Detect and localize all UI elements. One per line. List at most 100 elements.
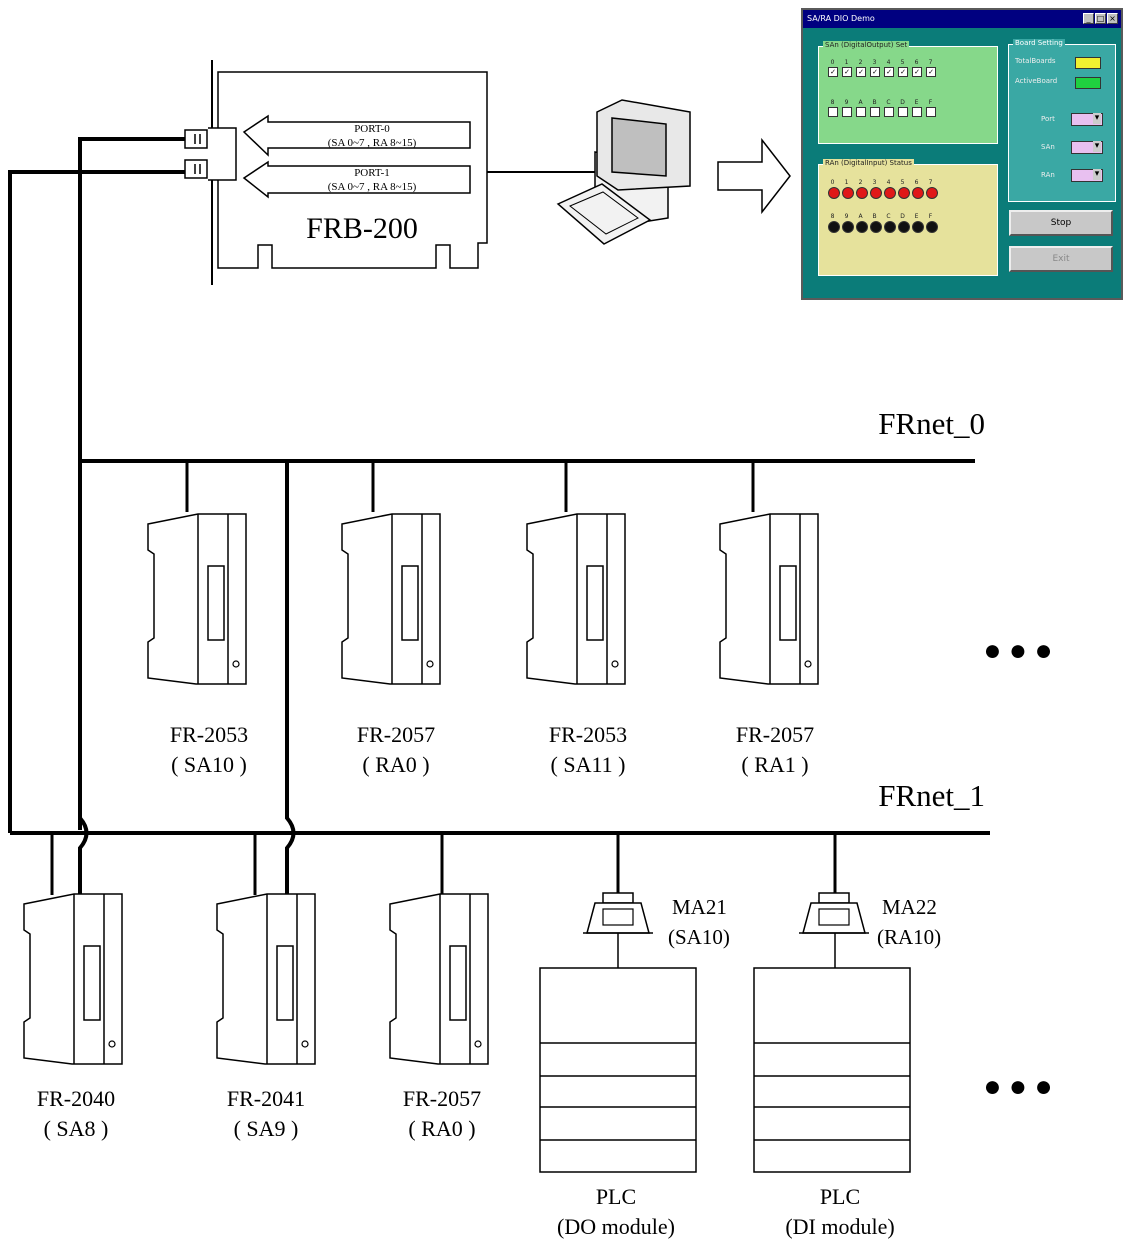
san-select[interactable] [1071,141,1103,154]
module-address: ( RA1 ) [741,752,808,777]
do-bit[interactable]: 3✓ [870,59,880,77]
module-model: FR-2057 [736,722,814,747]
module-address: ( SA10 ) [171,752,247,777]
status-led-icon [926,221,938,233]
di-bit: 9 [842,213,854,233]
do-group-caption: SAn (DigitalOutput) Set [823,41,910,49]
di-bit: 7 [926,179,938,199]
adapter-name: MA22 [882,895,937,919]
port0-range: (SA 0~7 , RA 8~15) [328,137,417,149]
bit-label: F [928,99,933,106]
bit-label: 1 [844,179,849,186]
bit-checkbox[interactable] [856,107,866,117]
stop-button[interactable]: Stop [1009,210,1113,236]
do-bit[interactable]: 1✓ [842,59,852,77]
bit-checkbox[interactable]: ✓ [828,67,838,77]
plc-di-icon [753,967,911,1173]
bit-checkbox[interactable] [870,107,880,117]
di-bit: 0 [828,179,840,199]
ellipsis-net1: ● ● ● [983,1070,1052,1103]
bit-checkbox[interactable] [842,107,852,117]
di-bit: A [856,213,868,233]
do-bit[interactable]: 0✓ [828,59,838,77]
di-bit: 4 [884,179,896,199]
port-select[interactable] [1071,113,1103,126]
minimize-icon[interactable]: _ [1083,13,1094,24]
status-led-icon [870,221,882,233]
close-icon[interactable]: × [1107,13,1118,24]
di-bit: B [870,213,882,233]
bit-label: 6 [914,59,919,66]
bit-label: 7 [928,179,933,186]
module-icon [719,513,819,685]
bit-label: 9 [844,99,849,106]
bit-label: 4 [886,59,891,66]
do-bit[interactable]: 7✓ [926,59,936,77]
bit-label: A [858,213,863,220]
di-group-caption: RAn (DigitalInput) Status [823,159,914,167]
module-model: FR-2057 [357,722,435,747]
bit-checkbox[interactable] [828,107,838,117]
port-label: Port [1041,115,1055,123]
bit-label: C [886,213,891,220]
di-bit: 1 [842,179,854,199]
do-bit[interactable]: A [856,99,866,117]
module-address: ( RA0 ) [408,1116,475,1141]
bit-checkbox[interactable] [884,107,894,117]
port1-cable [8,170,185,833]
do-bit[interactable]: 6✓ [912,59,922,77]
module-icon [147,513,247,685]
bit-label: D [900,99,905,106]
do-bit[interactable]: 9 [842,99,852,117]
do-group: SAn (DigitalOutput) Set 0✓1✓2✓3✓4✓5✓6✓7✓… [818,41,998,144]
di-bit: 5 [898,179,910,199]
do-bit[interactable]: C [884,99,894,117]
status-led-icon [898,221,910,233]
bit-label: 0 [830,59,835,66]
bit-checkbox[interactable] [898,107,908,117]
bit-label: 9 [844,213,849,220]
do-bit[interactable]: E [912,99,922,117]
bit-label: E [914,99,919,106]
status-led-icon [870,187,882,199]
bit-checkbox[interactable]: ✓ [926,67,936,77]
bit-checkbox[interactable]: ✓ [842,67,852,77]
bit-label: 7 [928,59,933,66]
bit-checkbox[interactable]: ✓ [856,67,866,77]
bit-label: C [886,99,891,106]
module-icon [526,513,626,685]
status-led-icon [912,187,924,199]
adapter-address: (SA10) [668,925,730,949]
module-address: ( RA0 ) [362,752,429,777]
bit-label: B [872,213,877,220]
bit-checkbox[interactable]: ✓ [884,67,894,77]
bit-checkbox[interactable]: ✓ [912,67,922,77]
bit-checkbox[interactable] [926,107,936,117]
status-led-icon [856,221,868,233]
do-bit[interactable]: 5✓ [898,59,908,77]
exit-button[interactable]: Exit [1009,246,1113,272]
bit-checkbox[interactable]: ✓ [870,67,880,77]
bit-checkbox[interactable] [912,107,922,117]
adapter-address: (RA10) [877,925,941,949]
ran-select[interactable] [1071,169,1103,182]
di-bit: 8 [828,213,840,233]
do-bit[interactable]: B [870,99,880,117]
status-led-icon [884,221,896,233]
do-bit[interactable]: 8 [828,99,838,117]
bit-checkbox[interactable]: ✓ [898,67,908,77]
do-bit[interactable]: D [898,99,908,117]
do-bit[interactable]: F [926,99,936,117]
bit-label: 8 [830,99,835,106]
do-bit[interactable]: 2✓ [856,59,866,77]
do-bit[interactable]: 4✓ [884,59,894,77]
bit-label: 5 [900,179,905,186]
net0-branch-1 [78,816,89,895]
window-titlebar[interactable]: SA/RA DIO Demo _ □ × [803,10,1121,28]
maximize-icon[interactable]: □ [1095,13,1106,24]
window-title: SA/RA DIO Demo [807,14,875,23]
board-setting-caption: Board Setting [1013,39,1065,47]
port1-title: PORT-1 [354,167,390,179]
frnet1-label: FRnet_1 [878,778,985,813]
bit-label: E [914,213,919,220]
